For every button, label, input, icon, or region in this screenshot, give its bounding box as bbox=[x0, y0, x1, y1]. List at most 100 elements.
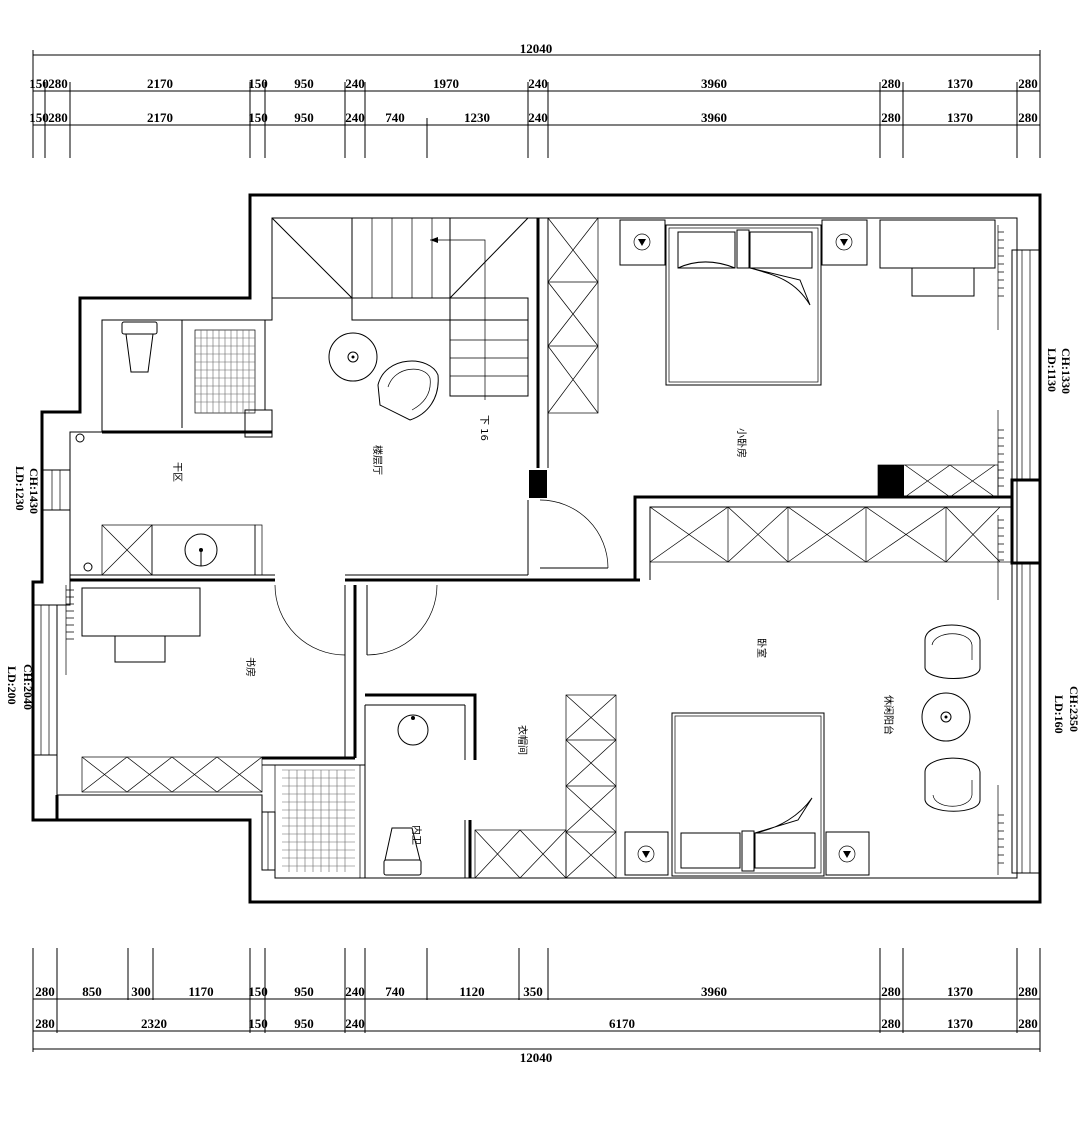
room-label-en-suite: 内卫 bbox=[410, 825, 423, 845]
dim-label: 240 bbox=[345, 76, 365, 91]
dim-label: 3960 bbox=[701, 984, 727, 999]
nightstand-icon bbox=[624, 831, 669, 876]
dim-label: 1370 bbox=[947, 110, 973, 125]
bed-icon bbox=[671, 712, 825, 877]
dim-label: 280 bbox=[1018, 110, 1038, 125]
room-label-bedroom: 卧室 bbox=[755, 638, 768, 658]
armchair-icon bbox=[377, 360, 439, 421]
window-label: LD:200 bbox=[5, 666, 19, 705]
window-label: CH:2040 bbox=[21, 664, 35, 710]
window-label: CH:1430 bbox=[27, 468, 41, 514]
room-label-leisure-balcony: 休闲阳台 bbox=[882, 695, 895, 735]
dim-label: 1120 bbox=[459, 984, 484, 999]
round-table-icon bbox=[921, 692, 971, 742]
room-label-stair-hall: 楼层厅 bbox=[371, 445, 384, 475]
dim-label: 150 bbox=[248, 110, 268, 125]
room-label-closet: 衣帽间 bbox=[516, 725, 529, 755]
basin-icon bbox=[397, 714, 429, 746]
dim-label: 3960 bbox=[701, 110, 727, 125]
top-total-dim: 12040 bbox=[520, 41, 553, 56]
dim-label: 280 bbox=[48, 110, 68, 125]
window-label: CH:2350 bbox=[1067, 686, 1080, 732]
nightstand-icon bbox=[821, 219, 868, 266]
dim-label: 850 bbox=[82, 984, 102, 999]
dim-label: 240 bbox=[345, 110, 365, 125]
toilet-icon bbox=[121, 321, 158, 373]
fixtures bbox=[75, 321, 429, 879]
dim-label: 2170 bbox=[147, 76, 173, 91]
window-label: LD:1130 bbox=[1045, 348, 1059, 392]
dim-label: 950 bbox=[294, 1016, 314, 1031]
room-label-study: 书房 bbox=[244, 657, 257, 677]
dim-label: 150 bbox=[29, 110, 49, 125]
dim-label: 150 bbox=[248, 76, 268, 91]
shower-tiles-ensuite bbox=[274, 764, 361, 879]
dim-label: 1370 bbox=[947, 76, 973, 91]
windows bbox=[32, 225, 1042, 875]
dim-label: 300 bbox=[131, 984, 151, 999]
desk-icon bbox=[81, 587, 201, 663]
bottom-dimensions: 280 850 300 1170 150 950 240 740 1120 35… bbox=[32, 948, 1041, 1065]
dim-label: 280 bbox=[35, 1016, 55, 1031]
dim-label: 2170 bbox=[147, 110, 173, 125]
round-table-icon bbox=[328, 332, 378, 382]
dim-label: 950 bbox=[294, 76, 314, 91]
dim-label: 6170 bbox=[609, 1016, 635, 1031]
shower-tiles bbox=[194, 329, 256, 414]
dim-label: 150 bbox=[248, 984, 268, 999]
bed-icon bbox=[665, 224, 822, 386]
window-label: CH:1330 bbox=[1059, 348, 1073, 394]
dim-label: 280 bbox=[1018, 984, 1038, 999]
dim-label: 240 bbox=[345, 1016, 365, 1031]
dim-label: 240 bbox=[528, 76, 548, 91]
room-labels: 干区 楼层厅 小卧房 书房 卧室 衣帽间 内卫 休闲阳台 bbox=[171, 428, 895, 845]
toilet-icon bbox=[383, 827, 422, 876]
dim-label: 280 bbox=[1018, 76, 1038, 91]
dim-label: 280 bbox=[881, 76, 901, 91]
armchair-icon bbox=[924, 624, 981, 679]
dim-label: 1230 bbox=[464, 110, 490, 125]
desk-icon bbox=[879, 219, 996, 297]
armchair-icon bbox=[924, 757, 981, 812]
dim-label: 740 bbox=[385, 110, 405, 125]
dim-label: 1970 bbox=[433, 76, 459, 91]
room-label-small-bedroom: 小卧房 bbox=[735, 428, 748, 458]
dim-label: 1370 bbox=[947, 1016, 973, 1031]
window-label: LD:160 bbox=[1052, 695, 1066, 734]
dim-label: 350 bbox=[523, 984, 543, 999]
dim-label: 3960 bbox=[701, 76, 727, 91]
dim-label: 280 bbox=[881, 1016, 901, 1031]
window-label: LD:1230 bbox=[13, 466, 27, 511]
staircase: 下 16 bbox=[271, 217, 529, 441]
dim-label: 280 bbox=[35, 984, 55, 999]
curtain-icon bbox=[65, 225, 1004, 875]
wardrobes bbox=[81, 217, 1013, 879]
dim-label: 1170 bbox=[188, 984, 213, 999]
dim-label: 280 bbox=[1018, 1016, 1038, 1031]
basin-icon bbox=[184, 533, 218, 567]
dim-label: 950 bbox=[294, 110, 314, 125]
dim-label: 740 bbox=[385, 984, 405, 999]
furniture bbox=[81, 219, 996, 877]
window-labels: CH:1330 LD:1130 CH:2350 LD:160 CH:1430 L… bbox=[5, 348, 1080, 734]
dim-label: 1370 bbox=[947, 984, 973, 999]
dim-label: 2320 bbox=[141, 1016, 167, 1031]
column bbox=[529, 470, 547, 498]
nightstand-icon bbox=[825, 831, 870, 876]
column bbox=[878, 465, 904, 497]
room-label-dry-area: 干区 bbox=[171, 462, 183, 482]
bottom-total-dim: 12040 bbox=[520, 1050, 553, 1065]
dim-label: 280 bbox=[48, 76, 68, 91]
dim-label: 280 bbox=[881, 984, 901, 999]
dim-label: 240 bbox=[528, 110, 548, 125]
doors bbox=[274, 499, 609, 656]
dim-label: 950 bbox=[294, 984, 314, 999]
dim-label: 150 bbox=[29, 76, 49, 91]
dim-label: 280 bbox=[881, 110, 901, 125]
nightstand-icon bbox=[619, 219, 666, 266]
stair-down-label: 下 16 bbox=[478, 415, 489, 441]
top-dimensions: 12040 150 280 2170 150 950 240 1970 240 bbox=[29, 41, 1041, 158]
dim-label: 240 bbox=[345, 984, 365, 999]
dim-label: 150 bbox=[248, 1016, 268, 1031]
